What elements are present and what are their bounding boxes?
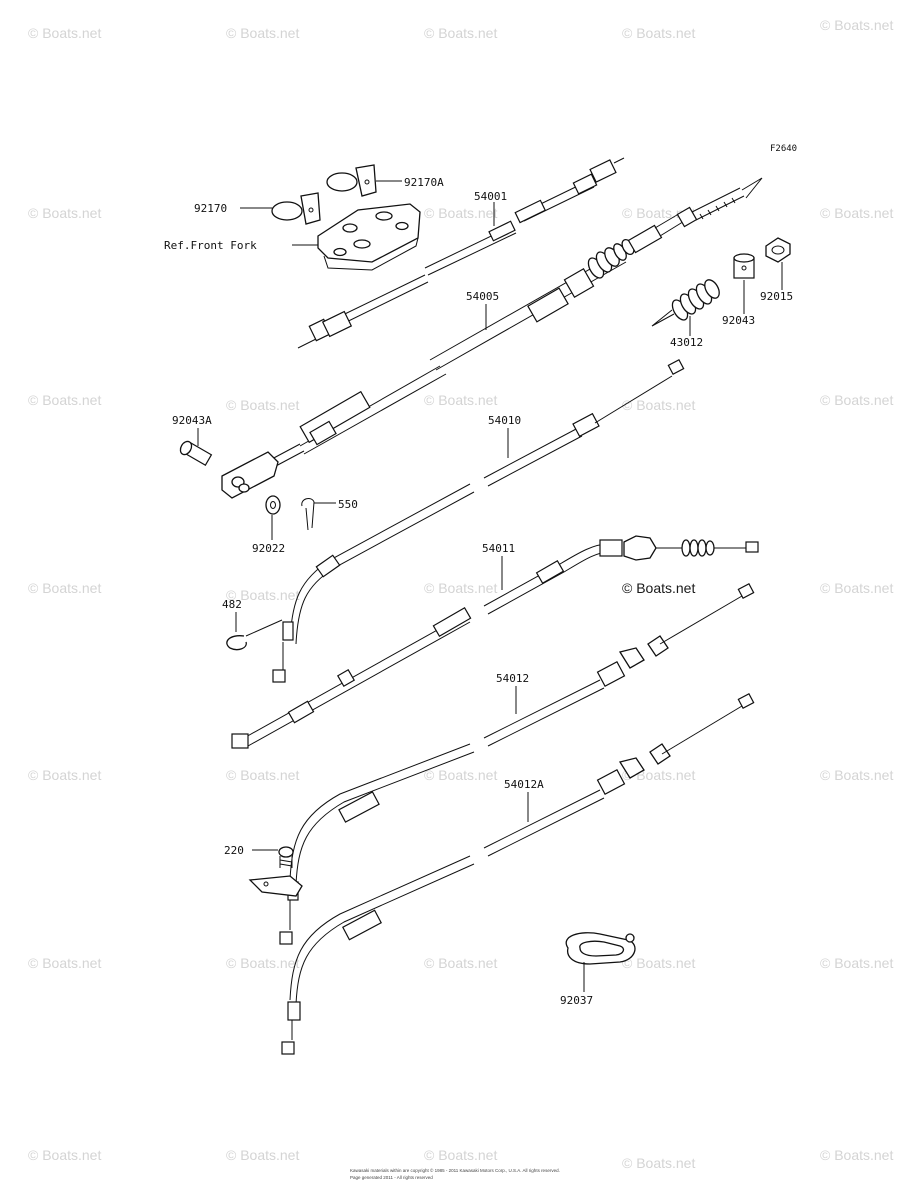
circlip-482[interactable] [226,635,247,651]
cable-54011[interactable] [231,535,759,749]
watermark: © Boats.net [28,767,101,783]
spring-43012[interactable] [651,277,722,327]
watermark: © Boats.net [226,767,299,783]
leader-lines [197,180,783,992]
callout-54010[interactable]: 54010 [488,414,521,427]
watermark: © Boats.net [28,580,101,596]
clamp-92170A[interactable] [326,164,377,197]
watermark: © Boats.net [424,767,497,783]
callout-220[interactable]: 220 [224,844,244,857]
callout-43012[interactable]: 43012 [670,336,703,349]
watermark: © Boats.net [820,580,893,596]
watermark: © Boats.net [424,392,497,408]
pin-92043A[interactable] [178,439,213,467]
cable-54005[interactable] [221,177,763,499]
cable-54012A[interactable] [281,692,755,1055]
watermark: © Boats.net [622,955,695,971]
watermark: © Boats.net [28,1147,101,1163]
callout-92170[interactable]: 92170 [194,202,227,215]
watermark: © Boats.net [622,1155,695,1171]
copyright-line: Kawasaki materials within are copyright … [350,1167,560,1173]
watermark: © Boats.net [226,1147,299,1163]
callout-54011[interactable]: 54011 [482,542,515,555]
clamp-92170[interactable] [271,192,321,225]
watermark: © Boats.net [820,205,893,221]
callout-54012A[interactable]: 54012A [504,778,544,791]
watermark: © Boats.net [424,955,497,971]
callout-92043[interactable]: 92043 [722,314,755,327]
watermark: © Boats.net [28,205,101,221]
watermark: © Boats.net [622,397,695,413]
callout-54001[interactable]: 54001 [474,190,507,203]
washer-92022[interactable] [265,495,281,515]
watermark: © Boats.net [820,955,893,971]
copyright-line: Page generated 2011 - All rights reserve… [350,1175,433,1180]
cable-boot [681,539,715,557]
callout-482[interactable]: 482 [222,598,242,611]
watermark: © Boats.net [622,25,695,41]
cable-boot [587,238,635,279]
adjuster-nut-92015[interactable] [765,237,791,263]
watermark: © Boats.net [820,1147,893,1163]
copyright-notice: Kawasaki materials within are copyright … [350,1167,560,1180]
watermark: © Boats.net [226,25,299,41]
watermark: © Boats.net [424,205,497,221]
cable-guide-92037[interactable] [565,932,636,965]
watermark: © Boats.net [820,392,893,408]
callout-92015[interactable]: 92015 [760,290,793,303]
callout-92037[interactable]: 92037 [560,994,593,1007]
watermark: © Boats.net [820,17,893,33]
collar-92043[interactable] [733,253,755,279]
watermark: © Boats.net [28,25,101,41]
watermark: © Boats.net [424,25,497,41]
watermark: © Boats.net [226,955,299,971]
speedometer-cable-54001[interactable] [297,157,625,349]
callout-labels: 92170A 92170 54001 Ref.Front Fork 54005 … [164,176,793,1007]
watermark: © Boats.net [28,955,101,971]
cable-54012[interactable] [248,582,755,945]
callout-54012[interactable]: 54012 [496,672,529,685]
watermark: © Boats.net [622,205,695,221]
watermark: © Boats.net [820,767,893,783]
cable-54010[interactable] [272,358,685,683]
watermark-layer: © Boats.net © Boats.net © Boats.net © Bo… [28,17,893,1171]
figure-code: F2640 [770,144,797,154]
callout-92043A[interactable]: 92043A [172,414,212,427]
watermark: © Boats.net [28,392,101,408]
cotter-pin-550[interactable] [301,498,315,531]
callout-92170A[interactable]: 92170A [404,176,444,189]
watermark: © Boats.net [226,397,299,413]
watermark: © Boats.net [226,587,299,603]
watermark: © Boats.net [424,580,497,596]
inline-watermark: © Boats.net [622,580,695,596]
callout-550[interactable]: 550 [338,498,358,511]
screw-220[interactable] [278,846,294,868]
front-fork-bracket [317,203,421,271]
callout-54005[interactable]: 54005 [466,290,499,303]
watermark: © Boats.net [424,1147,497,1163]
callout-92022[interactable]: 92022 [252,542,285,555]
callout-ref-front-fork: Ref.Front Fork [164,239,257,252]
